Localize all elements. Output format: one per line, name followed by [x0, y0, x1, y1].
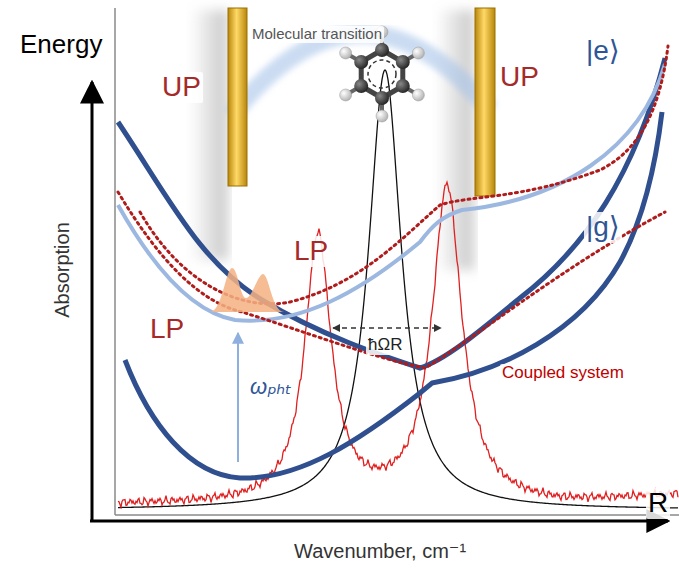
upper-polariton-curve	[140, 46, 668, 304]
coordinate-axis	[90, 520, 668, 523]
axis-title: R	[646, 488, 670, 519]
state-label: |e⟩	[584, 36, 622, 67]
cavity-mode	[232, 34, 490, 115]
peak-label: Molecular transition	[250, 26, 384, 43]
wavepacket	[210, 268, 284, 312]
polariton-label: LP	[148, 314, 186, 345]
plot-frame	[115, 8, 679, 515]
mirror	[228, 8, 247, 186]
polariton-label: LP	[292, 236, 330, 267]
splitting-label: ħΩR	[366, 336, 404, 355]
state-label: |g⟩	[584, 212, 622, 243]
lower-polariton-curve	[118, 192, 665, 368]
ground-state-curve	[125, 112, 662, 478]
mirror-shadow	[436, 10, 474, 270]
molecular-spectrum	[118, 70, 678, 508]
coupled-spectrum	[118, 182, 678, 507]
axis-title: Absorption	[51, 220, 73, 320]
spectrum-label: Coupled system	[500, 364, 626, 383]
polariton-label: UP	[498, 62, 541, 93]
mirror	[475, 8, 495, 196]
photon-dressed-curve	[118, 64, 665, 321]
mirror-shadow	[190, 10, 228, 260]
axis-title: Energy	[18, 30, 104, 59]
polariton-label: UP	[160, 72, 203, 103]
rabi-arrow	[333, 327, 441, 328]
excited-state-curve	[118, 58, 665, 368]
excitation-arrow	[237, 333, 239, 462]
axis-title: Wavenumber, cm⁻¹	[292, 540, 468, 562]
photon-label: ωₚₕₜ	[248, 375, 294, 399]
energy-axis	[91, 82, 94, 521]
